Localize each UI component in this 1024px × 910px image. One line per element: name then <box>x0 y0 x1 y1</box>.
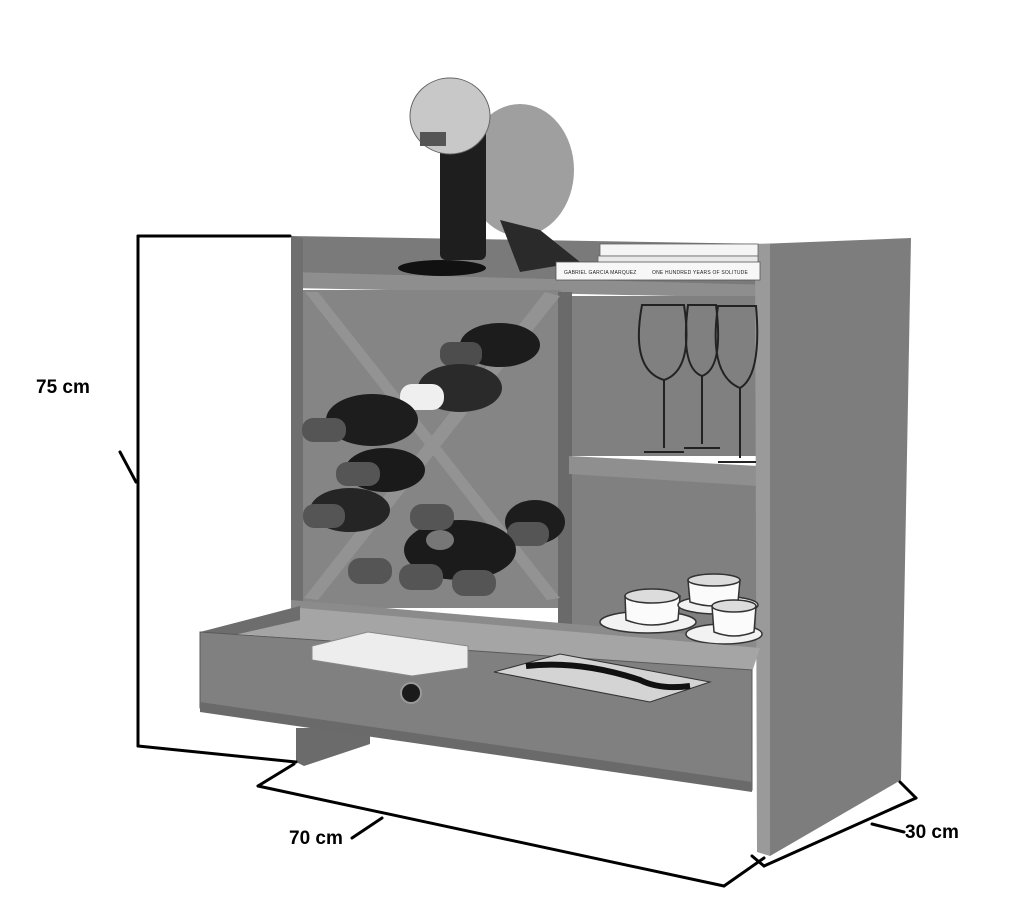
drawer-handle <box>400 682 422 704</box>
wine-bottle <box>326 394 418 446</box>
height-pointer <box>118 450 138 484</box>
bottle-neck <box>348 558 392 584</box>
drawer-box <box>311 631 469 677</box>
depth-end-right <box>898 780 918 800</box>
open-drawer <box>199 606 760 792</box>
cabinet-right-panel <box>759 238 911 856</box>
book-stack: GABRIEL GARCIA MARQUEZ ONE HUNDRED YEARS… <box>555 243 761 281</box>
cabinet-right-panel-edge <box>755 244 770 856</box>
cup-rim <box>711 599 757 613</box>
cup-rim <box>687 573 741 587</box>
bottle-neck <box>452 570 496 596</box>
depth-end-left <box>750 854 766 868</box>
width-label: 70 cm <box>289 828 343 849</box>
coffee-machine-tray <box>398 260 486 276</box>
glass-shelf <box>569 456 759 486</box>
height-tick-bottom <box>136 744 298 764</box>
wine-glass <box>714 305 759 463</box>
bottle-neck <box>440 342 482 366</box>
cabinet-top-shelf <box>291 272 770 298</box>
width-line <box>256 784 726 888</box>
cabinet-left-panel <box>291 236 303 614</box>
drawer-bottom-edge <box>200 702 752 792</box>
depth-line <box>762 796 918 868</box>
coffee-machine-stand <box>500 220 580 272</box>
coffee-machine <box>398 77 580 276</box>
bottle-label <box>426 530 454 550</box>
cup-rim <box>624 588 680 604</box>
book-title: ONE HUNDRED YEARS OF SOLITUDE <box>652 270 748 276</box>
height-label: 75 cm <box>36 377 90 398</box>
width-pointer <box>350 816 384 840</box>
coffee-cup <box>711 605 757 637</box>
depth-pointer <box>870 822 906 834</box>
bottle-neck <box>303 504 345 528</box>
cabinet-left-leg <box>296 728 370 766</box>
cabinet-center-divider <box>558 292 572 634</box>
bottle-neck <box>336 462 380 486</box>
wine-glasses <box>637 304 759 463</box>
drawer-left-side <box>200 606 300 640</box>
bottle-neck <box>400 384 444 410</box>
dimension-lines <box>118 234 918 888</box>
bottle-neck <box>399 564 443 590</box>
coffee-machine-tank <box>466 104 574 236</box>
book <box>599 243 759 257</box>
wine-glass <box>684 304 720 449</box>
width-end-right <box>722 856 766 888</box>
wine-bottles <box>302 323 565 596</box>
magazine-photo <box>525 661 691 691</box>
width-end-left <box>256 762 296 788</box>
drawer-inner-back <box>212 608 760 672</box>
coffee-cups <box>599 573 763 645</box>
coffee-machine-dispenser <box>420 132 446 146</box>
bottle-neck <box>507 522 549 546</box>
bottle-neck <box>302 418 346 442</box>
bottle-neck <box>410 504 454 530</box>
book <box>555 261 761 281</box>
depth-label: 30 cm <box>905 822 959 843</box>
coffee-cup <box>624 595 681 626</box>
book-author: GABRIEL GARCIA MARQUEZ <box>564 270 637 276</box>
